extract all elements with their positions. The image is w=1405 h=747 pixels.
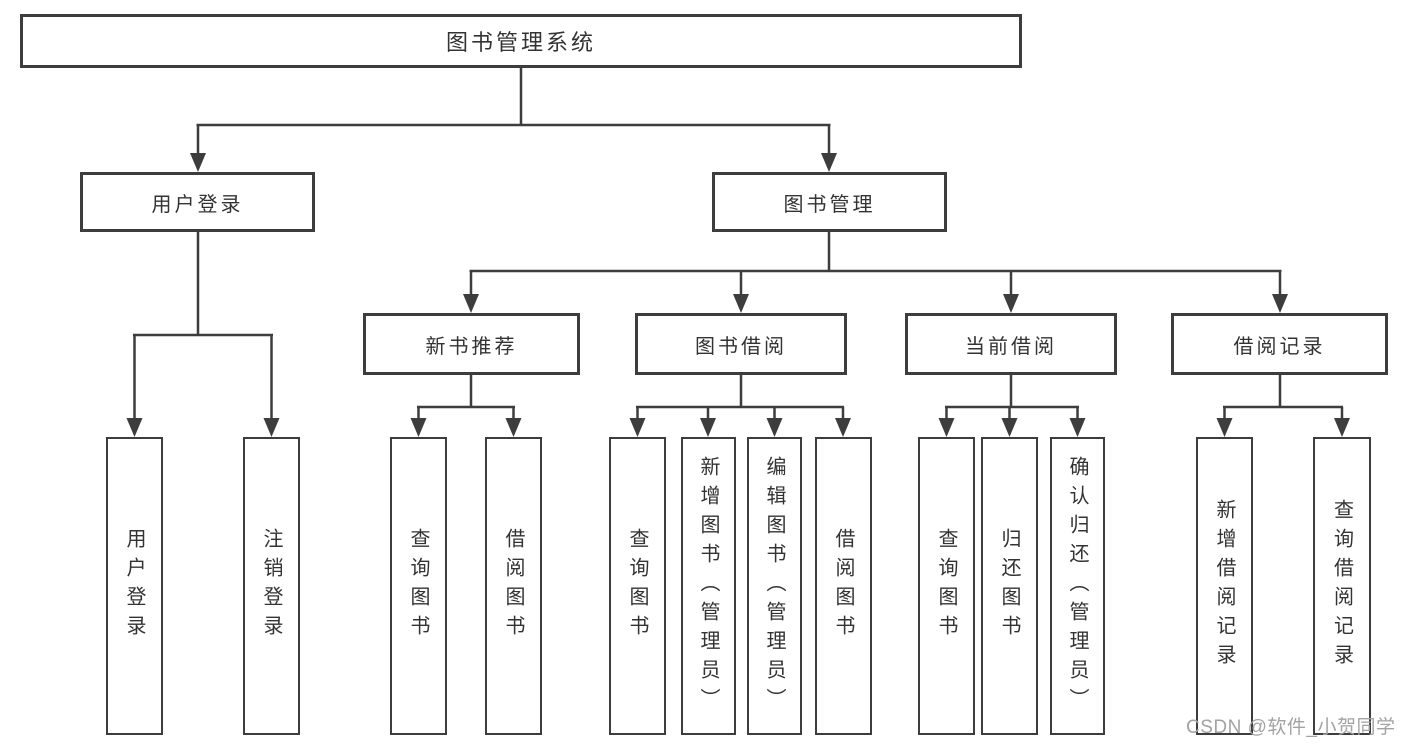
node-borrow-books-recommend: 借阅图书: [485, 437, 542, 735]
node-label: 用户登录: [123, 528, 145, 644]
node-label: 借阅图书: [832, 528, 854, 644]
node-user-login: 用户登录: [80, 172, 315, 232]
node-label: 新增图书（管理员）: [697, 455, 719, 717]
node-logout-leaf: 注销登录: [243, 437, 300, 735]
node-label: 归还图书: [998, 528, 1020, 644]
node-book-borrowing: 图书借阅: [635, 313, 847, 375]
node-borrow-books-leaf: 借阅图书: [815, 437, 872, 735]
node-confirm-return-admin: 确认归还（管理员）: [1050, 437, 1105, 735]
node-label: 查询图书: [407, 528, 429, 644]
node-query-books-borrow: 查询图书: [609, 437, 666, 735]
node-return-book: 归还图书: [981, 437, 1038, 735]
node-edit-book-admin: 编辑图书（管理员）: [747, 437, 802, 735]
node-label: 确认归还（管理员）: [1066, 455, 1088, 717]
node-label: 查询借阅记录: [1330, 499, 1353, 673]
node-add-book-admin: 新增图书（管理员）: [681, 437, 736, 735]
arrowheads: [126, 153, 1350, 437]
node-query-books-recommend: 查询图书: [390, 437, 447, 735]
csdn-watermark: CSDN @软件_小贺同学: [1186, 717, 1396, 738]
node-user-login-leaf: 用户登录: [106, 437, 163, 735]
node-book-management: 图书管理: [712, 172, 947, 232]
node-label: 查询图书: [935, 528, 957, 644]
node-label: 查询图书: [626, 528, 648, 644]
node-label: 注销登录: [260, 528, 282, 644]
node-label: 编辑图书（管理员）: [763, 455, 785, 717]
node-new-book-recommendation: 新书推荐: [363, 313, 580, 375]
node-current-borrowing: 当前借阅: [905, 313, 1117, 375]
node-query-borrow-record: 查询借阅记录: [1313, 437, 1371, 735]
node-label: 新增借阅记录: [1213, 499, 1235, 673]
node-query-books-current: 查询图书: [918, 437, 975, 735]
node-label: 借阅图书: [502, 528, 524, 644]
node-add-borrow-record: 新增借阅记录: [1196, 437, 1253, 735]
node-borrowing-records: 借阅记录: [1171, 313, 1388, 375]
node-library-management-system: 图书管理系统: [20, 14, 1022, 68]
